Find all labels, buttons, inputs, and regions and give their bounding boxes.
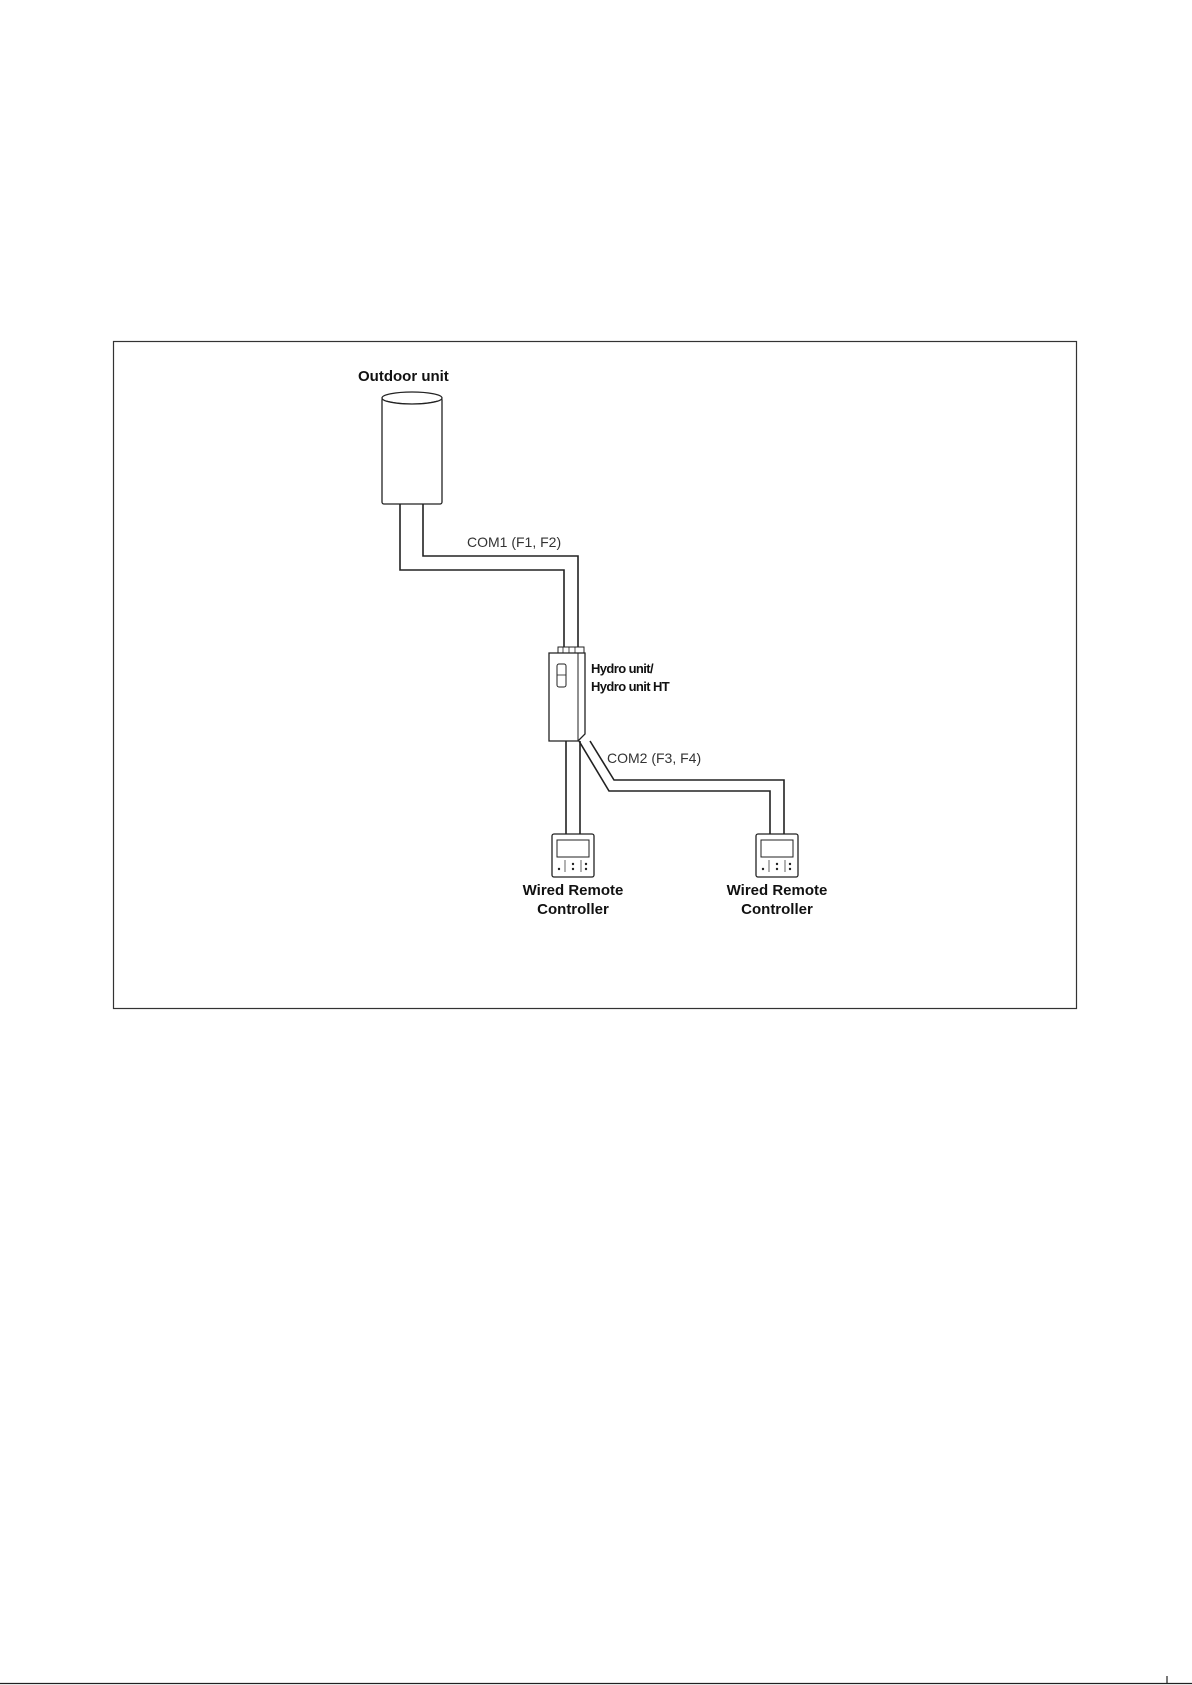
com2-wire-left	[566, 741, 580, 835]
hydro-unit-label-line1: Hydro unit/	[591, 661, 654, 676]
remote-right-label-line1: Wired Remote	[727, 882, 828, 899]
wired-remote-controller-icon	[756, 834, 798, 877]
outdoor-unit-icon	[382, 392, 442, 504]
remote-right-label-line2: Controller	[741, 901, 813, 918]
com1-label: COM1 (F1, F2)	[467, 534, 561, 550]
hydro-unit-icon	[549, 647, 585, 741]
wired-remote-controller-icon	[552, 834, 594, 877]
hydro-unit-label-line2: Hydro unit HT	[591, 679, 670, 694]
outdoor-unit-label: Outdoor unit	[358, 368, 449, 385]
remote-left-label-line1: Wired Remote	[523, 882, 624, 899]
com1-wire	[400, 504, 578, 652]
remote-left-label-line2: Controller	[537, 901, 609, 918]
com2-label: COM2 (F3, F4)	[607, 750, 701, 766]
